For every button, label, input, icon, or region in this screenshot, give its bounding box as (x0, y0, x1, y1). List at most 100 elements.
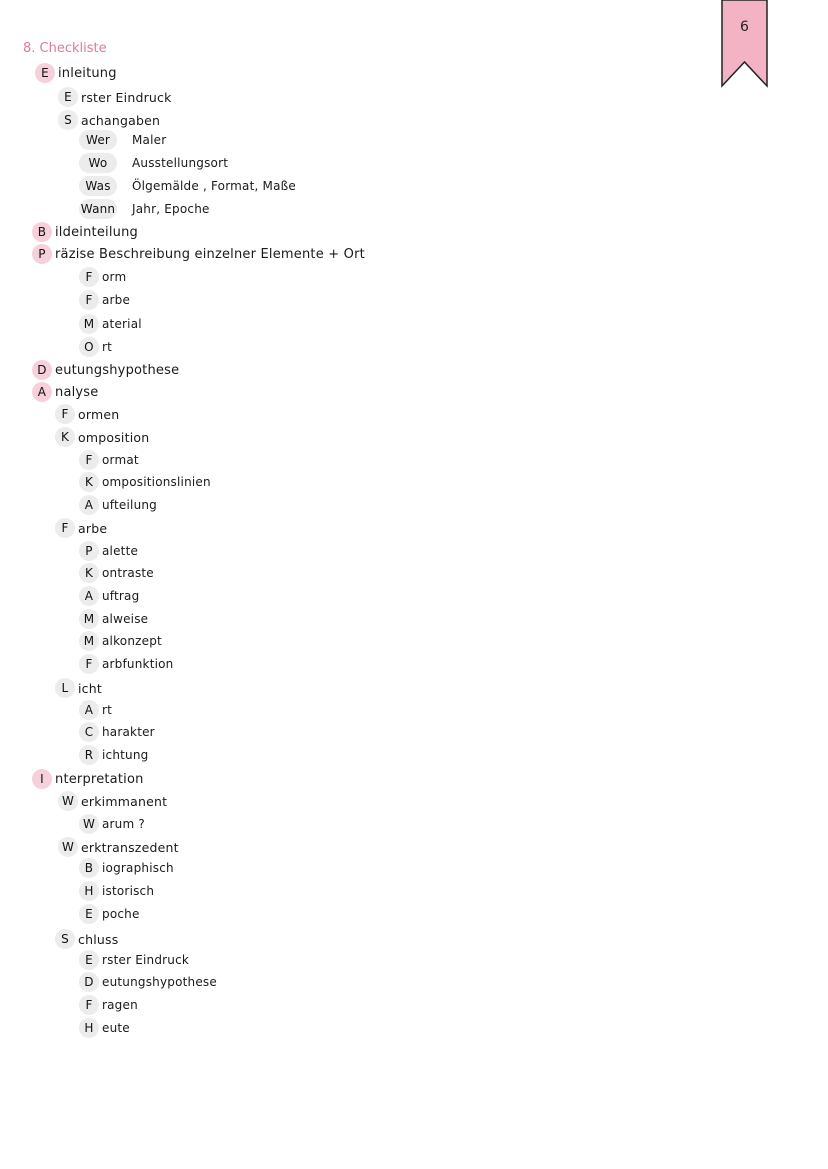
item-initial: F (79, 267, 99, 287)
page-title: 8. Checkliste (23, 41, 107, 56)
bookmark-ribbon (721, 0, 768, 88)
item-initial: O (79, 337, 99, 357)
item-initial: I (32, 769, 52, 789)
item-initial: M (79, 631, 99, 651)
item-label: icht (78, 680, 102, 696)
item-initial: F (79, 654, 99, 674)
item-initial: B (79, 858, 99, 878)
item-label: erktranszedent (81, 839, 179, 855)
item-initial: C (79, 722, 99, 742)
item-label: rster Eindruck (102, 953, 190, 967)
sachangabe-value: Jahr, Epoche (132, 202, 210, 216)
item-label: erkimmanent (81, 793, 168, 809)
item-initial: P (79, 541, 99, 561)
item-initial: S (55, 929, 75, 949)
sachangabe-key: Wo (79, 153, 117, 173)
item-initial: F (55, 518, 75, 538)
item-label: orm (102, 270, 127, 284)
sachangabe-row: Wo Ausstellungsort (79, 153, 228, 173)
item-label: ontraste (102, 566, 154, 580)
sachangabe-value: Maler (132, 133, 167, 147)
item-label: räzise Beschreibung einzelner Elemente +… (55, 246, 365, 262)
item-initial: S (58, 110, 78, 130)
item-initial: W (58, 837, 78, 857)
item-label: eute (102, 1021, 130, 1035)
item-label: poche (102, 907, 140, 921)
item-label: aterial (102, 317, 142, 331)
sachangabe-value: Ölgemälde , Format, Maße (132, 179, 296, 193)
item-initial: A (79, 495, 99, 515)
item-initial: P (32, 244, 52, 264)
item-initial: E (79, 904, 99, 924)
item-label: nterpretation (55, 771, 144, 787)
item-label: alkonzept (102, 634, 162, 648)
page-number: 6 (740, 19, 749, 35)
item-initial: M (79, 314, 99, 334)
item-initial: K (79, 563, 99, 583)
item-label: harakter (102, 725, 155, 739)
item-label: arbe (102, 293, 131, 307)
item-initial: F (79, 995, 99, 1015)
item-initial: H (79, 881, 99, 901)
item-initial: K (79, 472, 99, 492)
item-label: ompositionslinien (102, 475, 211, 489)
item-label: inleitung (58, 65, 117, 81)
item-label: alweise (102, 612, 149, 626)
item-label: nalyse (55, 384, 99, 400)
item-initial: B (32, 222, 52, 242)
item-label: iographisch (102, 861, 174, 875)
item-label: arbfunktion (102, 657, 174, 671)
item-initial: L (55, 678, 75, 698)
item-label: eutungshypothese (102, 975, 217, 989)
item-label: istorisch (102, 884, 155, 898)
item-initial: A (32, 382, 52, 402)
item-initial: F (79, 450, 99, 470)
item-label: arum ? (102, 817, 145, 831)
item-initial: W (58, 791, 78, 811)
item-label: arbe (78, 520, 108, 536)
item-label: rt (102, 340, 113, 354)
item-label: eutungshypothese (55, 362, 180, 378)
item-initial: E (35, 63, 55, 83)
sachangabe-value: Ausstellungsort (132, 156, 229, 170)
item-label: uftrag (102, 589, 140, 603)
item-label: ormat (102, 453, 139, 467)
item-initial: F (79, 290, 99, 310)
item-initial: E (79, 950, 99, 970)
item-initial: R (79, 745, 99, 765)
item-label: alette (102, 544, 139, 558)
